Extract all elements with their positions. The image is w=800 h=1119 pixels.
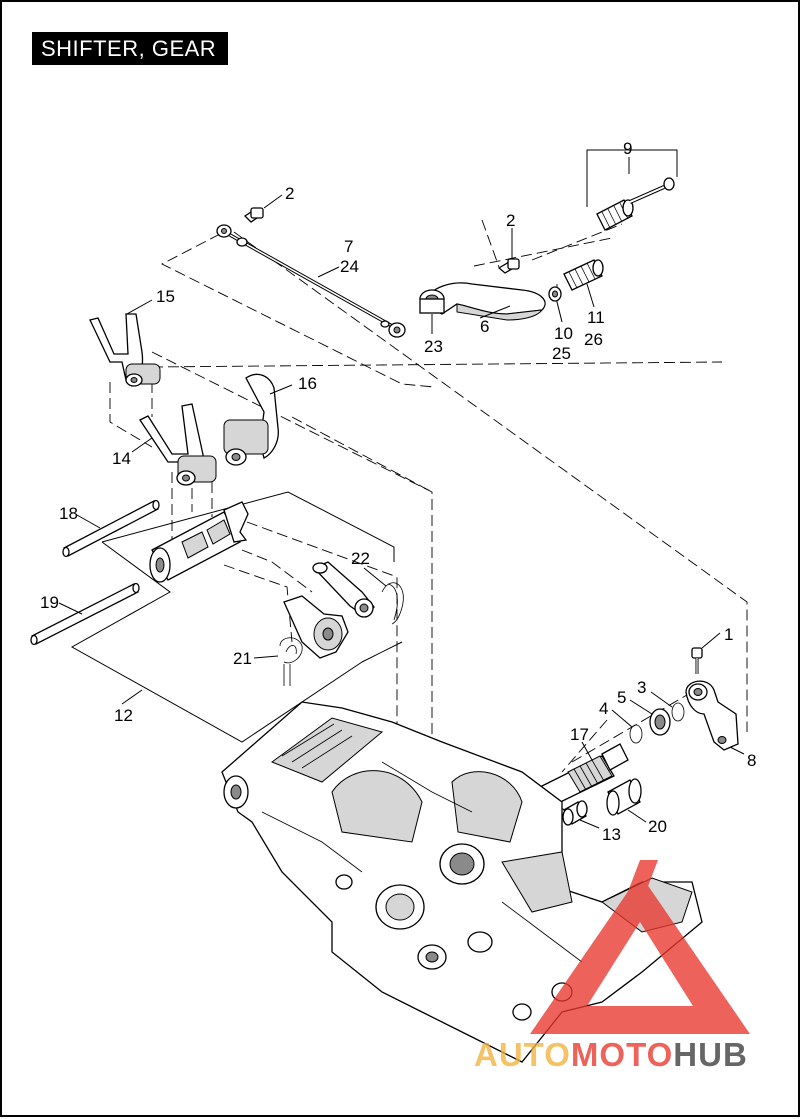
part-18-fork-shaft [62,499,160,558]
part-16-shift-fork [223,373,279,466]
group-9-bracket [586,149,678,207]
watermark-triangle [530,874,750,1034]
part-21-detent-assembly [279,595,349,686]
watermark-flag [624,860,658,902]
callout-7: 7 [344,237,353,256]
callout-21: 21 [233,649,252,668]
part-20-bushing [606,778,642,816]
part-11-shift-peg [563,259,604,291]
callout-2-upper: 2 [285,184,294,203]
callout-25: 25 [552,344,571,363]
part-10-washer [548,286,562,302]
svg-text:AUTOMOTOHUB: AUTOMOTOHUB [474,1036,748,1073]
callout-2-lower: 2 [506,211,515,230]
callout-9: 9 [623,139,632,158]
part-14-shift-fork [139,403,217,486]
watermark-word-moto: MOTO [571,1036,673,1073]
callout-26: 26 [584,330,603,349]
part-2-screw-upper [243,207,264,223]
part-9-peg-assembly [596,177,675,231]
callout-1: 1 [724,625,733,644]
part-4-retaining-ring [629,724,643,744]
callout-14: 14 [112,449,131,468]
callout-10: 10 [554,324,573,343]
shift-drum [149,501,249,583]
part-19-fork-shaft [30,582,140,646]
part-1-screw [691,647,703,674]
callout-22: 22 [351,549,370,568]
part-15-shift-fork [89,313,161,387]
part-7-shift-rod [216,224,406,338]
watermark-logo: AUTOMOTOHUB [474,860,750,1073]
callout-24: 24 [340,257,359,276]
callout-6: 6 [480,317,489,336]
callout-15: 15 [156,287,175,306]
watermark-word-auto: AUTO [474,1036,571,1073]
callout-5: 5 [617,688,626,707]
part-3-retaining-ring [671,702,685,722]
callout-12: 12 [114,706,133,725]
callout-17: 17 [570,725,589,744]
part-8-shift-arm [685,680,739,751]
part-6-shifter-lever [419,282,546,321]
callout-13: 13 [602,825,621,844]
callout-18: 18 [59,504,78,523]
callout-16: 16 [298,374,317,393]
callout-8: 8 [747,751,756,770]
diagram-title: SHIFTER, GEAR [32,32,228,65]
callout-23: 23 [424,337,443,356]
part-22-shift-pawl [312,561,404,625]
watermark-word-hub: HUB [673,1036,748,1073]
part-13-bushing [562,800,588,826]
callout-20: 20 [648,817,667,836]
part-2-screw-lower [497,258,520,274]
callout-labels: 1 2 2 3 4 5 6 7 24 8 9 10 25 11 26 12 13… [40,139,756,844]
callout-4: 4 [599,699,608,718]
group-12-outline [70,491,403,743]
callout-11: 11 [587,308,605,327]
part-5-bearing [649,708,671,736]
callout-19: 19 [40,593,59,612]
callout-leader-lines [58,157,745,829]
callout-3: 3 [637,678,646,697]
